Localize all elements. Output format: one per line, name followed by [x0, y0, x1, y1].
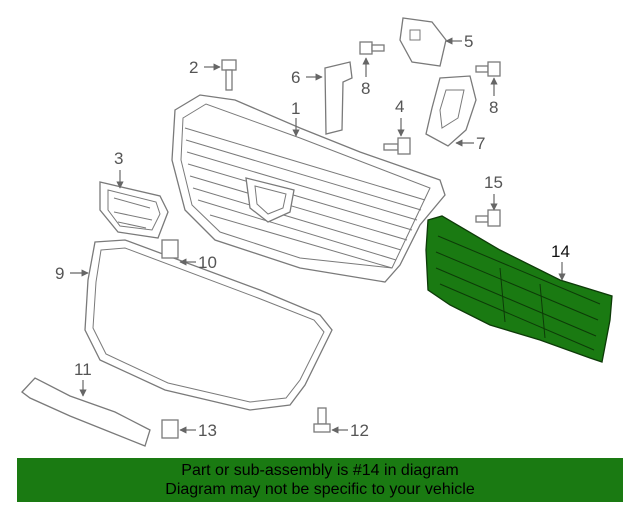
callout-4: 4: [395, 97, 404, 116]
callout-5: 5: [464, 32, 473, 51]
emblem-part-3[interactable]: [99, 181, 169, 239]
clip-part-13[interactable]: [161, 419, 179, 439]
callout-10: 10: [198, 253, 217, 272]
bracket-part-5[interactable]: [399, 17, 447, 67]
banner-line-2: Diagram may not be specific to your vehi…: [165, 481, 475, 498]
callout-1: 1: [291, 99, 300, 118]
clip-part-10[interactable]: [161, 239, 179, 259]
bolt-part-4[interactable]: [383, 137, 411, 155]
info-banner: Part or sub-assembly is #14 in diagram D…: [17, 458, 623, 502]
callout-9: 9: [55, 264, 64, 283]
callout-7: 7: [476, 134, 485, 153]
lower-molding-part-11[interactable]: [21, 377, 151, 447]
lower-grille-part-14[interactable]: [425, 215, 613, 363]
bracket-part-6[interactable]: [324, 61, 353, 135]
leader-lines: [70, 37, 566, 434]
banner-line-1: Part or sub-assembly is #14 in diagram: [181, 462, 459, 479]
callout-12: 12: [350, 421, 369, 440]
grille-assembly-part-1[interactable]: [171, 94, 446, 283]
callout-14: 14: [551, 242, 570, 261]
callout-6: 6: [291, 68, 300, 87]
grille-emblem-shape: [245, 177, 295, 223]
callout-8-upper: 8: [361, 79, 370, 98]
bolt-part-8-upper[interactable]: [359, 41, 385, 55]
callout-15: 15: [484, 173, 503, 192]
bolt-part-8-lower[interactable]: [475, 61, 501, 77]
callout-8-lower: 8: [489, 98, 498, 117]
callout-3: 3: [114, 149, 123, 168]
bracket-part-7[interactable]: [425, 75, 477, 147]
grille-molding-part-9[interactable]: [84, 239, 333, 411]
bolt-part-2[interactable]: [221, 59, 237, 91]
bolt-part-15[interactable]: [475, 209, 501, 227]
callout-11: 11: [74, 360, 92, 379]
parts-diagram: 1 2 3 4 5 6 7 8 8 9 10 11 12 13 14 15: [21, 17, 613, 447]
callout-2: 2: [189, 58, 198, 77]
bolt-part-12[interactable]: [313, 407, 331, 433]
callout-13: 13: [198, 421, 217, 440]
